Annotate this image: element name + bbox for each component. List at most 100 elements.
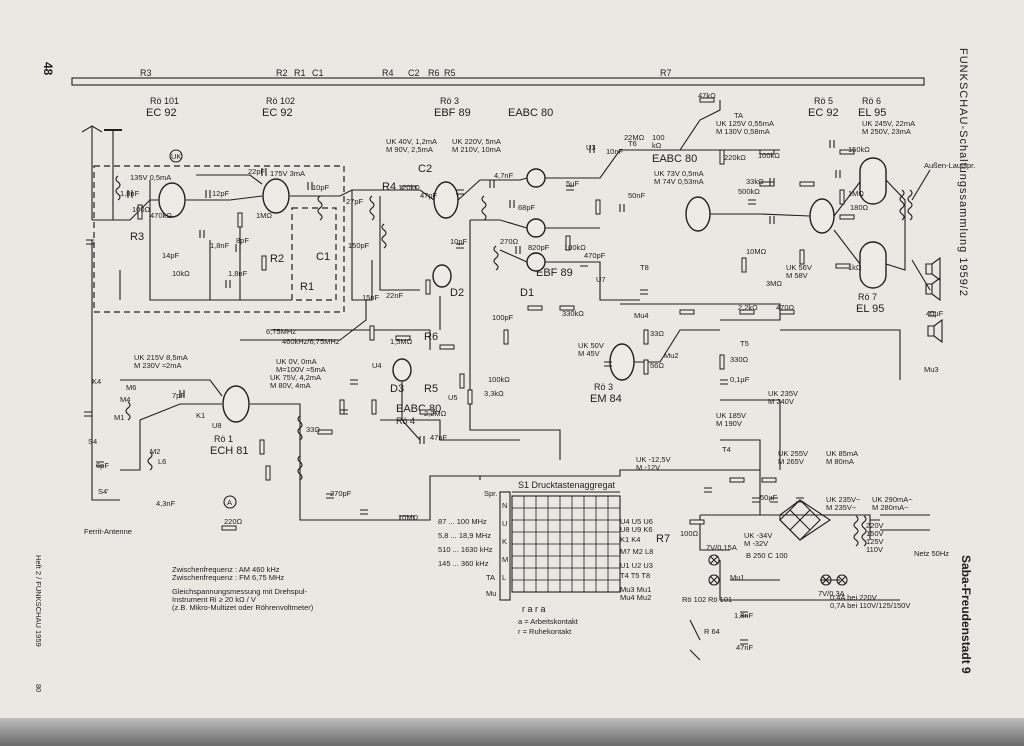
- output-labels: Außen-Lautspr. TA Netz 50Hz Ferrit-Anten…: [84, 111, 975, 558]
- svg-text:M 230V ≈2mA: M 230V ≈2mA: [134, 361, 181, 370]
- svg-text:UK 56V: UK 56V: [786, 263, 812, 272]
- svg-text:10MΩ: 10MΩ: [746, 247, 767, 256]
- svg-text:220V: 220V: [866, 521, 884, 530]
- voltage-notes: 135V 0,5mA 175V 3mA UK 40V, 1,2mA M 90V,…: [130, 119, 915, 560]
- svg-text:R3: R3: [140, 68, 152, 78]
- svg-text:100Ω: 100Ω: [132, 205, 151, 214]
- svg-text:U7: U7: [596, 275, 606, 284]
- svg-text:D3: D3: [390, 383, 404, 395]
- svg-text:UK 235V~: UK 235V~: [826, 495, 861, 504]
- svg-text:U4 U5 U6: U4 U5 U6: [620, 517, 653, 526]
- svg-text:2,2MΩ: 2,2MΩ: [424, 409, 447, 418]
- svg-text:L: L: [502, 573, 506, 582]
- svg-text:R7: R7: [656, 533, 670, 545]
- svg-text:1,8nF: 1,8nF: [210, 241, 230, 250]
- svg-text:270pF: 270pF: [330, 489, 352, 498]
- radio-schematic: 48 FUNKSCHAU-Schaltungssammlung 1959/2 S…: [34, 48, 975, 692]
- svg-text:2,2kΩ: 2,2kΩ: [738, 303, 758, 312]
- svg-text:EC 92: EC 92: [262, 107, 293, 119]
- svg-text:47nF: 47nF: [736, 643, 754, 652]
- uk-marker: [169, 149, 183, 163]
- svg-text:M 280mA~: M 280mA~: [872, 503, 909, 512]
- svg-text:M 74V 0,53mA: M 74V 0,53mA: [654, 177, 704, 186]
- svg-text:820pF: 820pF: [528, 243, 550, 252]
- svg-text:kΩ: kΩ: [652, 141, 662, 150]
- svg-text:150pF: 150pF: [348, 241, 370, 250]
- right-title: Saba-Freudenstadt 9: [959, 555, 973, 674]
- measuring-point-a: [223, 495, 237, 509]
- svg-text:33kΩ: 33kΩ: [746, 177, 764, 186]
- svg-text:7V/0,15A: 7V/0,15A: [706, 543, 737, 552]
- svg-text:EL 95: EL 95: [858, 107, 886, 119]
- right-header: FUNKSCHAU-Schaltungssammlung 1959/2: [957, 48, 969, 297]
- svg-text:110V: 110V: [866, 545, 883, 554]
- top-bus-labels: R3 R2 R1 C1 R4 C2 R6 R5 R7: [140, 68, 672, 78]
- svg-text:0,4A bei 220V: 0,4A bei 220V: [830, 593, 877, 602]
- svg-text:7V/0,3A: 7V/0,3A: [818, 589, 845, 598]
- svg-text:M 130V 0,58mA: M 130V 0,58mA: [716, 127, 770, 136]
- svg-text:Zwischenfrequenz : FM 6,75 MHz: Zwischenfrequenz : FM 6,75 MHz: [172, 573, 284, 582]
- svg-text:180Ω: 180Ω: [850, 203, 869, 212]
- svg-text:22pF: 22pF: [248, 167, 266, 176]
- svg-text:500kΩ: 500kΩ: [738, 187, 760, 196]
- svg-text:Mu3 Mu1: Mu3 Mu1: [620, 585, 651, 594]
- svg-text:K: K: [502, 537, 507, 546]
- svg-text:K1 K4: K1 K4: [620, 535, 640, 544]
- notes: Zwischenfrequenz : AM 460 kHz Zwischenfr…: [172, 565, 314, 612]
- svg-text:22MΩ: 22MΩ: [624, 133, 645, 142]
- svg-text:470Ω: 470Ω: [776, 303, 795, 312]
- svg-text:UK 40V, 1,2mA: UK 40V, 1,2mA: [386, 137, 437, 146]
- svg-text:M 210V, 10mA: M 210V, 10mA: [452, 145, 501, 154]
- svg-text:D1: D1: [520, 287, 534, 299]
- svg-text:Rö 7: Rö 7: [858, 292, 877, 302]
- svg-text:1MΩ: 1MΩ: [848, 189, 864, 198]
- svg-text:a = Arbeitskontakt: a = Arbeitskontakt: [518, 617, 579, 626]
- svg-text:T4 T5 T8: T4 T5 T8: [620, 571, 650, 580]
- svg-text:T5: T5: [740, 339, 749, 348]
- svg-text:100kΩ: 100kΩ: [488, 375, 510, 384]
- svg-text:40µF: 40µF: [926, 309, 944, 318]
- svg-text:M7 M2 L8: M7 M2 L8: [620, 547, 653, 556]
- svg-text:Gleichspannungsmessung mit Dre: Gleichspannungsmessung mit Drehspul-: [172, 587, 308, 596]
- svg-text:47kΩ: 47kΩ: [698, 91, 716, 100]
- svg-text:Rö 4: Rö 4: [396, 416, 415, 426]
- svg-text:5,8 ... 18,9 MHz: 5,8 ... 18,9 MHz: [438, 531, 491, 540]
- svg-text:460kHz/6,75MHz: 460kHz/6,75MHz: [282, 337, 340, 346]
- svg-text:330Ω: 330Ω: [730, 355, 749, 364]
- svg-text:UK 245V, 22mA: UK 245V, 22mA: [862, 119, 915, 128]
- svg-text:TA: TA: [486, 573, 495, 582]
- svg-text:270Ω: 270Ω: [500, 237, 519, 246]
- svg-text:UK 73V 0,5mA: UK 73V 0,5mA: [654, 169, 704, 178]
- svg-text:Rö 102: Rö 102: [682, 595, 706, 604]
- svg-text:4,3nF: 4,3nF: [156, 499, 176, 508]
- svg-text:175V 3mA: 175V 3mA: [270, 169, 305, 178]
- svg-text:3MΩ: 3MΩ: [766, 279, 782, 288]
- svg-text:R2: R2: [270, 253, 284, 265]
- svg-text:Rö 3: Rö 3: [440, 96, 459, 106]
- svg-text:M1: M1: [114, 413, 124, 422]
- svg-text:Mu2: Mu2: [664, 351, 679, 360]
- svg-text:R1: R1: [294, 68, 306, 78]
- svg-text:UK -34V: UK -34V: [744, 531, 772, 540]
- svg-text:Außen-Lautspr.: Außen-Lautspr.: [924, 161, 975, 170]
- svg-text:Instrument Ri ≥ 20 kΩ / V: Instrument Ri ≥ 20 kΩ / V: [172, 595, 256, 604]
- svg-text:330kΩ: 330kΩ: [562, 309, 584, 318]
- svg-text:1kΩ: 1kΩ: [848, 263, 862, 272]
- svg-text:68pF: 68pF: [518, 203, 536, 212]
- left-footer-number: 80: [34, 684, 43, 692]
- svg-text:56Ω: 56Ω: [650, 361, 664, 370]
- svg-text:Rö 101: Rö 101: [708, 595, 732, 604]
- r1-shield: [291, 207, 337, 301]
- speakers: [925, 256, 943, 344]
- svg-text:EBF 89: EBF 89: [536, 267, 573, 279]
- svg-text:Mu3: Mu3: [924, 365, 939, 374]
- svg-text:M 80V, 4mA: M 80V, 4mA: [270, 381, 311, 390]
- svg-text:Ferrit-Antenne: Ferrit-Antenne: [84, 527, 132, 536]
- svg-text:EM 84: EM 84: [590, 393, 622, 405]
- svg-text:14pF: 14pF: [162, 251, 180, 260]
- svg-text:K1: K1: [196, 411, 205, 420]
- svg-text:10nF: 10nF: [606, 147, 624, 156]
- svg-text:5µF: 5µF: [566, 179, 579, 188]
- svg-text:1,8nF: 1,8nF: [734, 611, 754, 620]
- svg-text:10pF: 10pF: [312, 183, 330, 192]
